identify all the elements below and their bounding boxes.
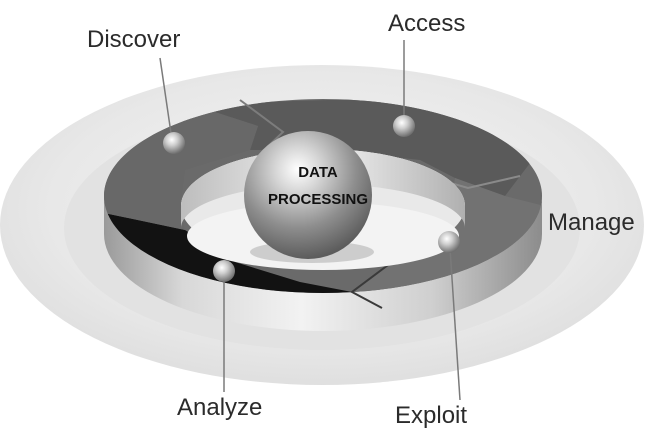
bead-discover	[163, 132, 185, 154]
ring-outer-wall	[104, 196, 542, 331]
stage-label-access: Access	[388, 10, 466, 37]
center-title-line-2: PROCESSING	[267, 191, 369, 208]
center-sphere	[244, 131, 372, 259]
leader-line-discover	[159, 57, 173, 141]
segment-access	[190, 99, 540, 196]
divider-manage-analyze	[350, 261, 393, 309]
bead-exploit	[438, 231, 460, 253]
stage-label-analyze: Analyze	[177, 394, 263, 421]
stage-label-exploit: Exploit	[395, 402, 468, 429]
bead-analyze	[213, 260, 235, 282]
leader-line-exploit	[449, 247, 461, 401]
stage-label-manage: Manage	[548, 209, 635, 236]
stage-label-discover: Discover	[87, 26, 181, 53]
bead-access	[393, 115, 415, 137]
center-title-line-1: DATA	[298, 164, 338, 181]
